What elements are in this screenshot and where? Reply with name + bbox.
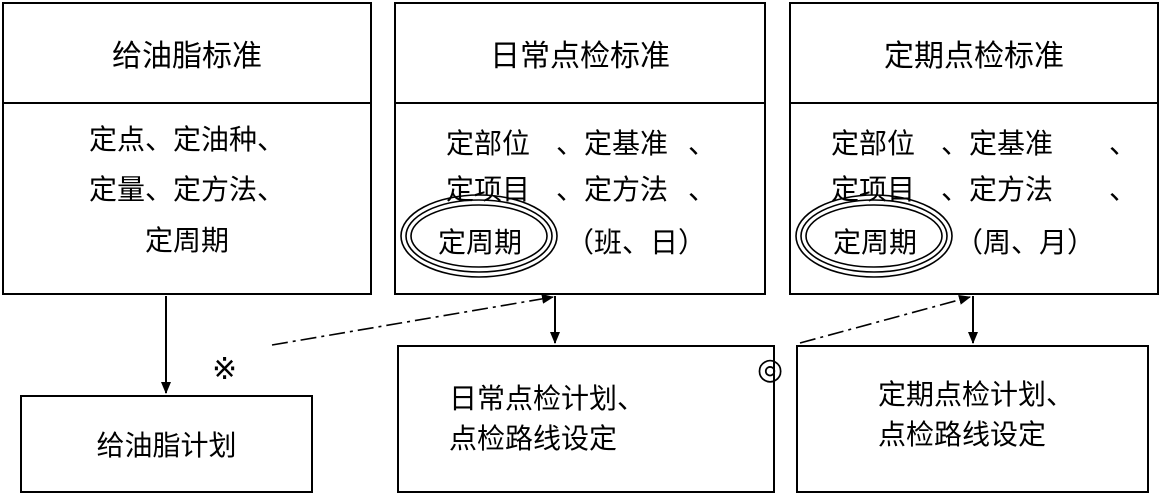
grease-plan-box: 给油脂计划: [20, 395, 313, 493]
periodic-period-double-ellipse: [795, 194, 953, 278]
daily-inspection-standard-box: 日常点检标准 定部位 、定基准 、 定项目 、定方法 、 定周期 （班、日）: [394, 2, 766, 295]
periodic-inspection-standard-title: 定期点检标准: [791, 4, 1157, 104]
periodic-circled-period: 定周期: [833, 226, 918, 259]
periodic-item-method: 、定方法: [941, 173, 1054, 206]
grease-standard-line-1: 定点、定油种、: [88, 123, 285, 156]
periodic-plan-line-1: 定期点检计划、: [878, 378, 1075, 411]
periodic-item-sep-2: 、: [1109, 173, 1138, 206]
grease-standard-line-3: 定周期: [144, 224, 229, 257]
double-circle-mark: ◎: [757, 352, 784, 387]
daily-inspection-standard-title: 日常点检标准: [396, 4, 764, 104]
grease-plan-label: 给油脂计划: [96, 429, 237, 462]
daily-circled-period: 定周期: [438, 226, 523, 259]
daily-item-part: 定部位: [446, 127, 531, 160]
grease-to-daily-link: [271, 293, 554, 346]
grease-standard-box: 给油脂标准 定点、定油种、 定量、定方法、 定周期: [2, 2, 372, 295]
daily-item-sep-1: 、: [688, 127, 717, 160]
periodic-plan-box: 定期点检计划、 点检路线设定: [796, 345, 1149, 493]
reference-mark: ※: [212, 352, 238, 387]
daily-plan-line-2: 点检路线设定: [449, 422, 618, 455]
periodic-inspection-standard-box: 定期点检标准 定部位 、定基准 、 定项目 、定方法 、 定周期 （周、月）: [789, 2, 1159, 295]
daily-item-sep-2: 、: [688, 173, 717, 206]
daily-period-double-ellipse: [400, 194, 558, 278]
daily-plan-box: 日常点检计划、 点检路线设定: [397, 345, 775, 493]
periodic-item-part: 定部位: [831, 127, 916, 160]
grease-standard-title: 给油脂标准: [4, 4, 370, 104]
daily-item-criteria: 、定基准: [556, 127, 669, 160]
daily-to-periodic-link: [799, 295, 971, 344]
periodic-period-week-month: （周、月）: [955, 226, 1096, 259]
grease-standard-line-2: 定量、定方法、: [88, 173, 285, 206]
daily-plan-line-1: 日常点检计划、: [449, 382, 646, 415]
daily-period-shift-day: （班、日）: [566, 226, 707, 259]
periodic-item-criteria: 、定基准: [941, 127, 1054, 160]
periodic-plan-line-2: 点检路线设定: [878, 418, 1047, 451]
periodic-item-sep-1: 、: [1109, 127, 1138, 160]
daily-item-method: 、定方法: [556, 173, 669, 206]
